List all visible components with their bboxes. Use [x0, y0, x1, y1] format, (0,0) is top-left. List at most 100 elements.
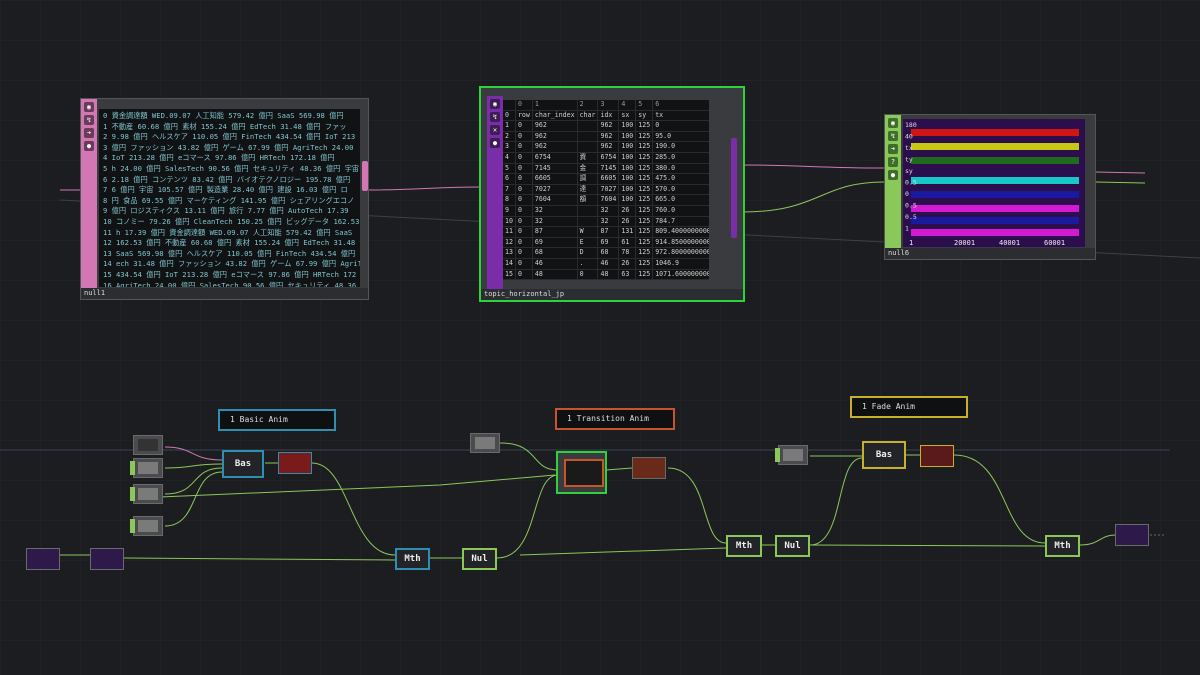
channel-label: 0.5 — [905, 213, 917, 221]
null-op[interactable]: Nul — [462, 548, 497, 570]
null1-operator[interactable]: ◉ ↯ ➜ ● 0 資金調達額 WED.09.07 人工知能 579.42 億円… — [80, 98, 369, 300]
text-row: 15 434.54 億円 IoT 213.28 億円 eコマース 97.86 億… — [103, 269, 357, 279]
basic-anim-label[interactable]: 1 Basic Anim — [218, 409, 336, 431]
table-cell — [577, 131, 599, 143]
table-cell: 0 — [515, 216, 533, 228]
table-cell: 13 — [503, 247, 516, 259]
viewer-icon[interactable]: ◉ — [888, 118, 898, 128]
math-op[interactable]: Mth — [395, 548, 430, 570]
close-icon[interactable]: ✕ — [490, 125, 500, 135]
table-cell: 調 — [577, 173, 599, 185]
table-cell: 87 — [532, 226, 578, 238]
transition-anim-label[interactable]: 1 Transition Anim — [555, 408, 675, 430]
text-row: 2 9.98 億円 ヘルスケア 110.05 億円 FinTech 434.54… — [103, 132, 356, 142]
constant-op[interactable] — [133, 435, 163, 455]
constant-op[interactable] — [775, 445, 808, 465]
chop-viewer-chip[interactable] — [90, 548, 124, 570]
chop-viewer-chip[interactable] — [1115, 524, 1149, 546]
table-cell: 125 — [635, 141, 654, 153]
table-cell: 61 — [618, 237, 637, 249]
table-cell: E — [577, 237, 599, 249]
flag-icon[interactable]: ➜ — [888, 144, 898, 154]
constant-op[interactable] — [130, 484, 163, 504]
chop-viewer-chip[interactable] — [632, 457, 666, 479]
table-cell: 125 — [635, 226, 654, 238]
constant-op[interactable] — [130, 458, 163, 478]
table-cell: 962 — [597, 141, 620, 153]
table-cell: 95.0 — [652, 131, 709, 143]
text-row: 16 AgriTech 24.00 億円 SalesTech 90.56 億円 … — [103, 280, 357, 288]
render-icon[interactable]: ● — [84, 141, 94, 151]
text-row: 3 億円 ファッション 43.82 億円 ゲーム 67.99 億円 AgriTe… — [103, 142, 354, 152]
help-icon[interactable]: ? — [888, 157, 898, 167]
fade-anim-comp[interactable]: Bas — [862, 441, 906, 469]
table-cell: 570.0 — [652, 184, 709, 196]
channel-label: ty — [905, 156, 913, 164]
flag-icon[interactable]: ➜ — [84, 128, 94, 138]
channel-band — [911, 129, 1079, 136]
table-cell: 69 — [597, 237, 620, 249]
table-cell: 972.8000000000002 — [652, 247, 709, 259]
constant-op[interactable] — [130, 516, 163, 536]
render-icon[interactable]: ● — [490, 138, 500, 148]
viewer-icon[interactable]: ◉ — [84, 102, 94, 112]
text-row: 6 2.18 億円 コンテンツ 83.42 億円 バイオテクノロジー 195.7… — [103, 174, 351, 184]
output-connector[interactable] — [362, 161, 368, 191]
channel-band — [911, 191, 1079, 198]
table-cell — [503, 100, 516, 111]
table-cell: 0 — [515, 247, 533, 259]
table-cell: 68 — [597, 247, 620, 259]
table-cell: 6754 — [597, 152, 620, 164]
table-cell: 125 — [635, 237, 654, 249]
text-row: 9 億円 ロジスティクス 13.11 億円 旅行 7.77 億円 AutoTec… — [103, 206, 349, 216]
channel-band — [911, 229, 1079, 236]
basic-anim-comp[interactable]: Bas — [222, 450, 264, 478]
viewer-icon[interactable]: ◉ — [490, 99, 500, 109]
constant-op[interactable] — [470, 433, 500, 453]
table-cell: 7027 — [532, 184, 578, 196]
bypass-icon[interactable]: ↯ — [84, 115, 94, 125]
render-icon[interactable]: ● — [888, 170, 898, 180]
op-name[interactable]: null6 — [885, 248, 1095, 259]
chop-viewer-chip[interactable] — [26, 548, 60, 570]
table-cell: 0 — [515, 258, 533, 270]
table-cell: 63 — [618, 269, 637, 280]
math-op[interactable]: Mth — [1045, 535, 1080, 557]
table-cell: 125 — [635, 120, 654, 132]
channel-label: 40 — [905, 133, 913, 141]
null-op[interactable]: Nul — [775, 535, 810, 557]
null1-text-viewer: 0 資金調達額 WED.09.07 人工知能 579.42 億円 SaaS 56… — [99, 109, 360, 287]
math-op[interactable]: Mth — [726, 535, 762, 557]
table-cell: 15 — [503, 269, 516, 280]
fade-anim-label[interactable]: 1 Fade Anim — [850, 396, 968, 418]
table-cell: 12 — [503, 237, 516, 249]
table-cell: 100 — [618, 141, 637, 153]
channel-label: 0.5 — [905, 179, 917, 187]
op-name[interactable]: topic_horizontal_jp — [481, 289, 743, 300]
table-cell: 5 — [635, 100, 654, 111]
tick-label: 40001 — [999, 239, 1020, 247]
op-name[interactable]: null1 — [81, 288, 368, 299]
chop-viewer-chip[interactable] — [278, 452, 312, 474]
table-cell: row — [515, 110, 533, 122]
table-cell: 2 — [577, 100, 599, 111]
table-cell — [577, 205, 599, 217]
table-cell: 9 — [503, 205, 516, 217]
tick-label: 20001 — [954, 239, 975, 247]
channel-label: 0 — [905, 190, 909, 198]
text-row: 10 コノミー 79.26 億円 CleanTech 150.25 億円 ビッグ… — [103, 216, 360, 226]
table-cell: 32 — [597, 205, 620, 217]
output-connector[interactable] — [731, 138, 737, 238]
bypass-icon[interactable]: ↯ — [888, 131, 898, 141]
chop-viewer-chip[interactable] — [920, 445, 954, 467]
bypass-icon[interactable]: ↯ — [490, 112, 500, 122]
table-cell: 285.0 — [652, 152, 709, 164]
table-cell: 48 — [532, 269, 578, 280]
transition-anim-comp[interactable] — [556, 451, 607, 494]
